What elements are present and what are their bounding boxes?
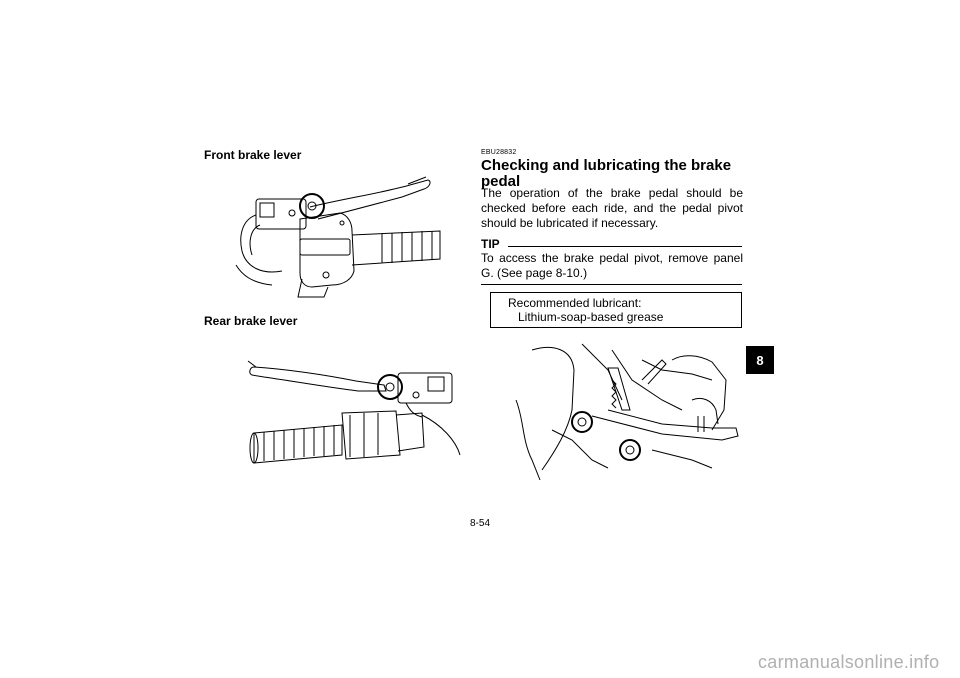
chapter-tab: 8 <box>746 346 774 374</box>
page-number: 8-54 <box>470 518 491 529</box>
recommended-lubricant-box: Recommended lubricant: Lithium-soap-base… <box>490 292 742 328</box>
section-title: Checking and lubricating the brake pedal <box>481 157 732 190</box>
rear-brake-lever-illustration <box>247 360 461 464</box>
watermark-text: carmanualsonline.info <box>758 652 940 672</box>
front-brake-lever-illustration <box>235 176 441 298</box>
section-body: The operation of the brake pedal should … <box>481 186 743 230</box>
tip-bottom-rule <box>481 284 742 285</box>
tip-top-rule <box>508 246 742 247</box>
lubricant-value: Lithium-soap-based grease <box>518 310 664 324</box>
lubricant-heading: Recommended lubricant: <box>508 296 642 310</box>
rear-brake-lever-caption: Rear brake lever <box>204 314 298 328</box>
front-brake-lever-caption: Front brake lever <box>204 148 302 162</box>
tip-text: To access the brake pedal pivot, remove … <box>481 251 743 280</box>
brake-pedal-pivot-illustration <box>515 343 739 481</box>
tip-label: TIP <box>481 237 500 251</box>
section-code: EBU28832 <box>481 149 517 156</box>
